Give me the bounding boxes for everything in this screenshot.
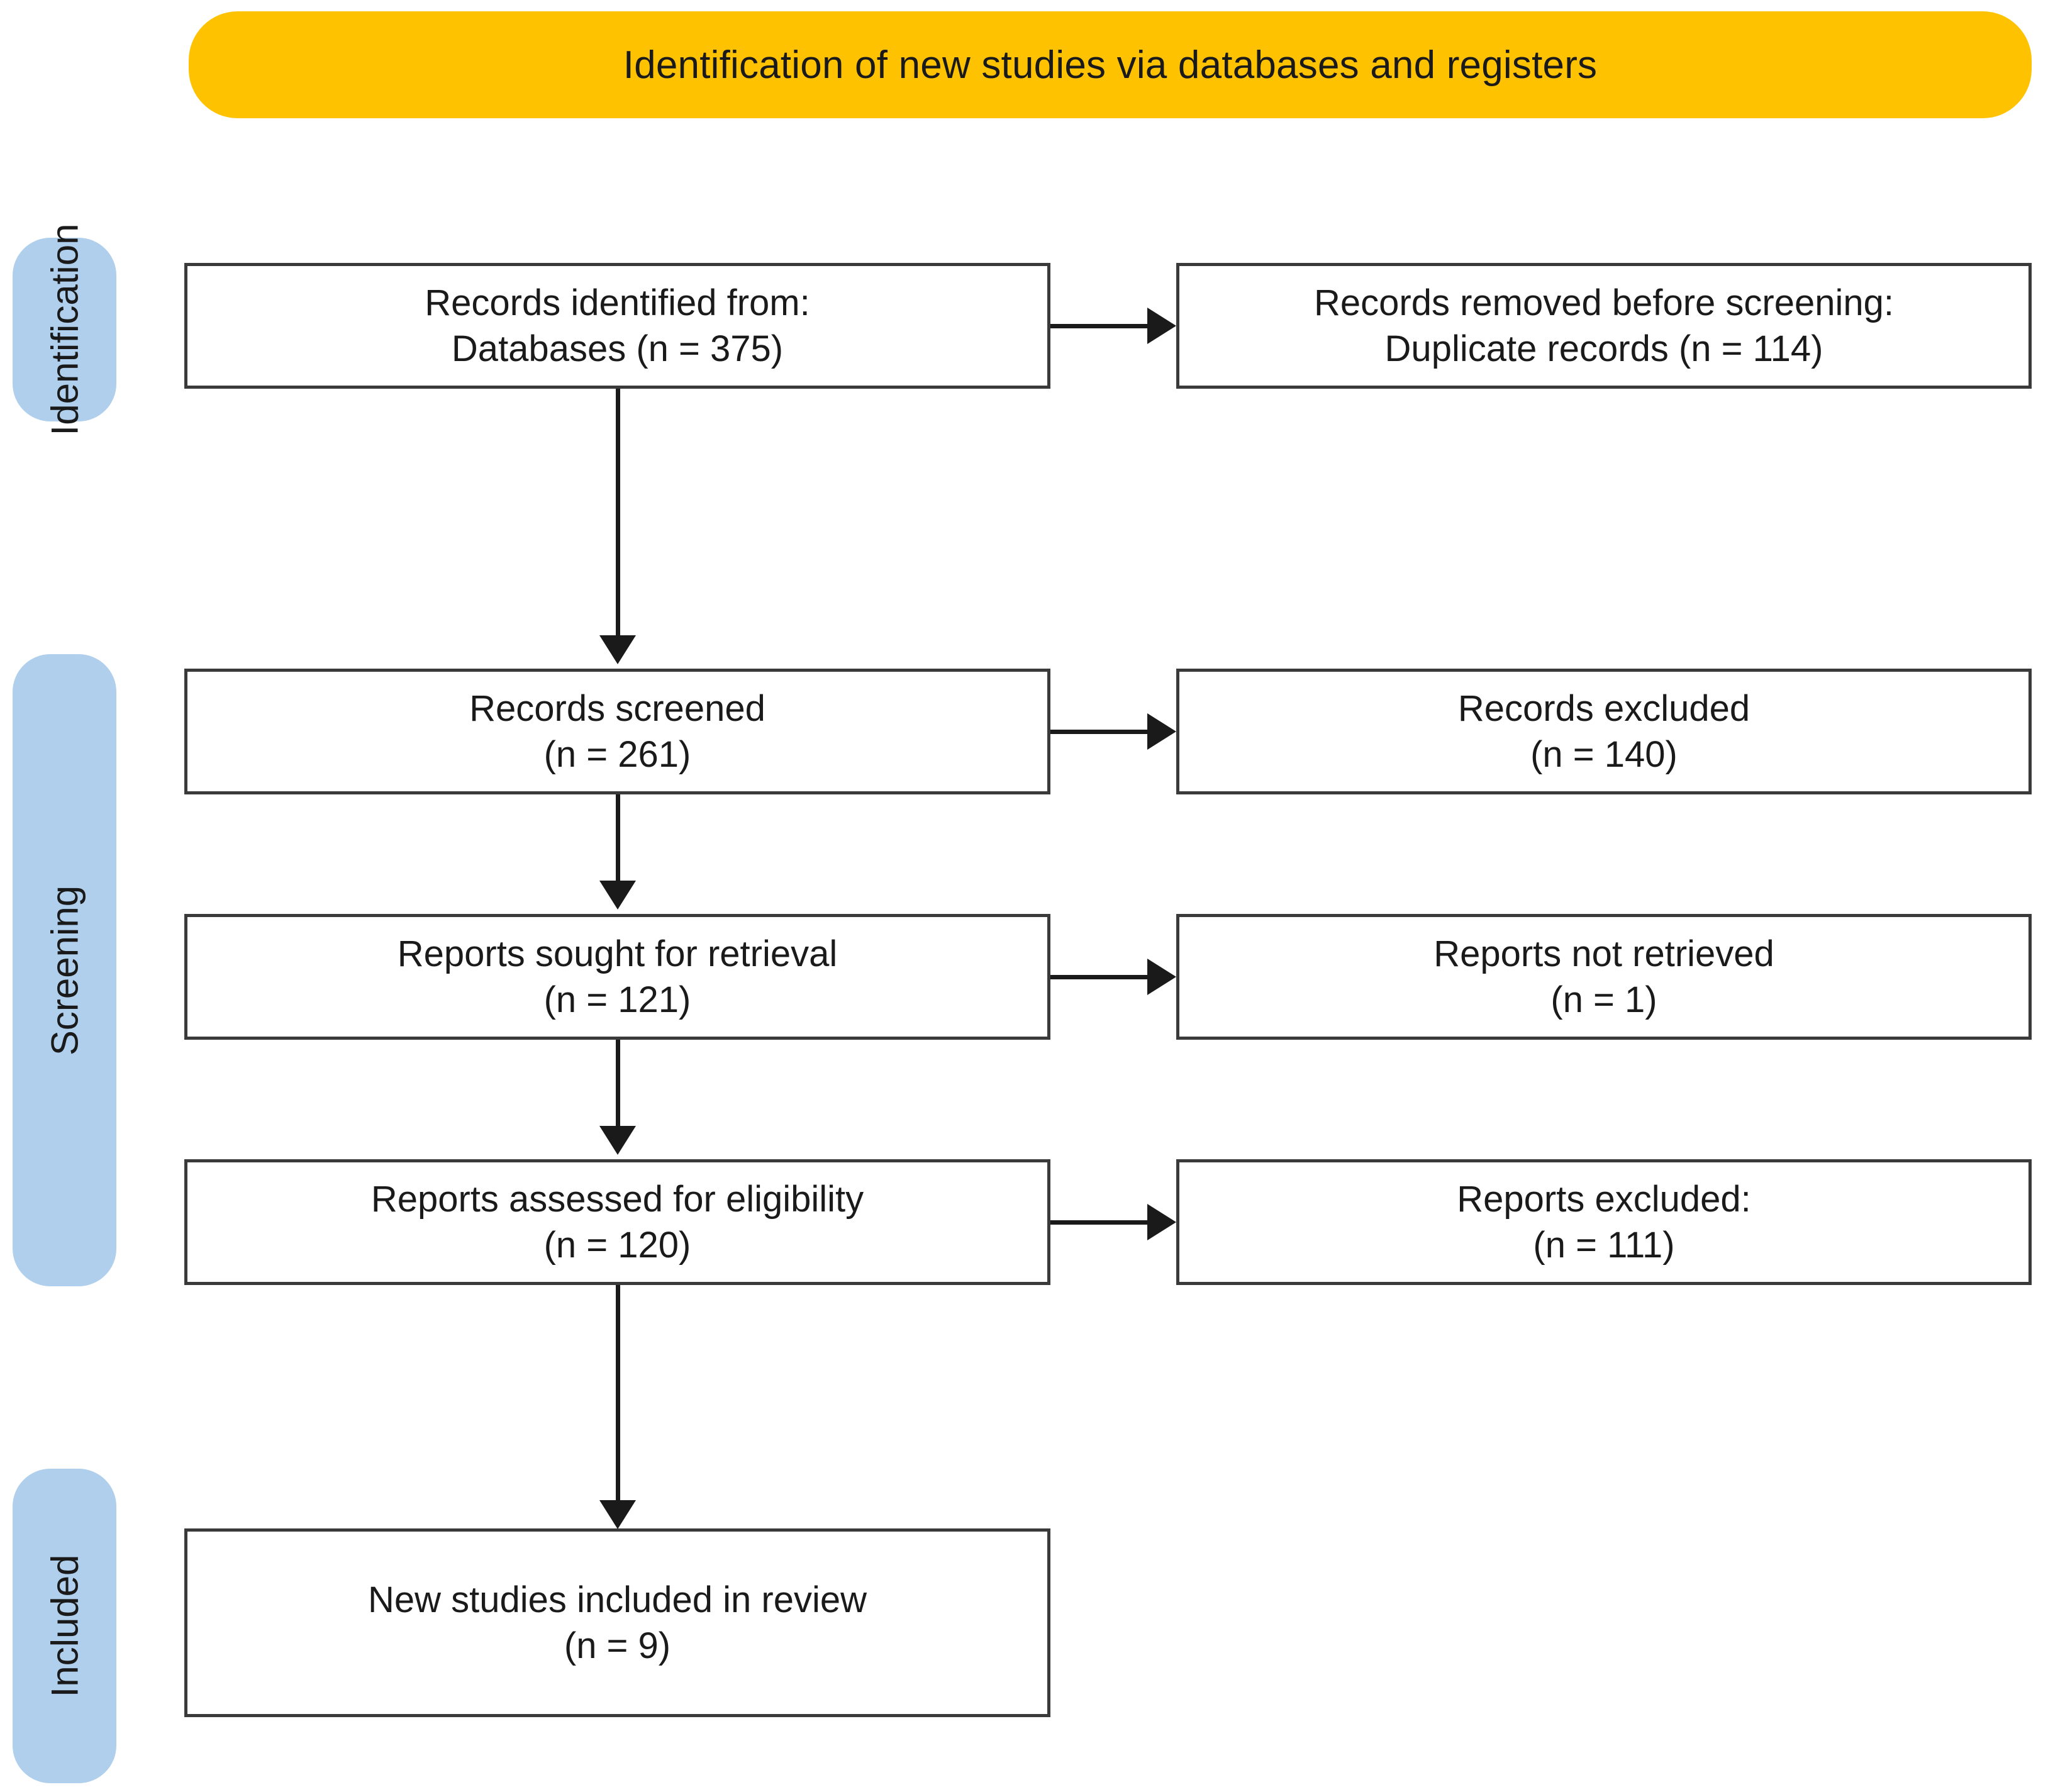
- connector-assessed-to-included-arrowhead: [599, 1500, 636, 1529]
- diagram-title: Identification of new studies via databa…: [623, 43, 1598, 87]
- box-records-identified: Records identified from: Databases (n = …: [184, 263, 1050, 389]
- box-reports-assessed-line1: Reports assessed for eligibility: [370, 1178, 864, 1220]
- connector-screened-to-excluded-line: [1050, 730, 1148, 734]
- connector-identified-to-screened-line: [616, 389, 620, 637]
- connector-sought-to-not-retrieved-line: [1050, 975, 1148, 979]
- connector-screened-to-sought-line: [616, 794, 620, 882]
- box-records-removed-line1: Records removed before screening:: [1313, 282, 1895, 323]
- stage-label-screening: Screening: [43, 885, 86, 1055]
- connector-identified-to-screened-arrowhead: [599, 635, 636, 664]
- box-records-screened-line1: Records screened: [469, 687, 765, 729]
- box-records-screened-line2: (n = 261): [543, 734, 691, 775]
- box-reports-sought-line2: (n = 121): [543, 979, 691, 1020]
- box-reports-excluded-line2: (n = 111): [1533, 1225, 1675, 1266]
- box-records-excluded-line2: (n = 140): [1530, 734, 1678, 775]
- connector-assessed-to-included-line: [616, 1285, 620, 1502]
- stage-pill-included: Included: [13, 1469, 116, 1783]
- box-records-removed-line2: Duplicate records (n = 114): [1384, 328, 1823, 369]
- box-reports-sought: Reports sought for retrieval (n = 121): [184, 914, 1050, 1040]
- box-records-identified-line2: Databases (n = 375): [451, 328, 784, 369]
- connector-sought-to-not-retrieved-arrowhead: [1147, 959, 1176, 995]
- connector-identified-to-removed-arrowhead: [1147, 308, 1176, 344]
- connector-screened-to-excluded-arrowhead: [1147, 713, 1176, 750]
- box-reports-not-retrieved-line2: (n = 1): [1550, 979, 1657, 1020]
- box-reports-assessed-line2: (n = 120): [543, 1225, 691, 1266]
- connector-identified-to-removed-line: [1050, 324, 1148, 328]
- box-records-screened: Records screened (n = 261): [184, 669, 1050, 794]
- stage-label-identification: Identification: [43, 223, 86, 436]
- connector-sought-to-assessed-arrowhead: [599, 1126, 636, 1155]
- box-reports-excluded: Reports excluded: (n = 111): [1176, 1159, 2032, 1285]
- connector-screened-to-sought-arrowhead: [599, 881, 636, 910]
- box-records-excluded: Records excluded (n = 140): [1176, 669, 2032, 794]
- stage-pill-screening: Screening: [13, 654, 116, 1286]
- connector-assessed-to-excluded-line: [1050, 1220, 1148, 1225]
- box-new-studies-included-line2: (n = 9): [564, 1625, 671, 1666]
- box-reports-excluded-line1: Reports excluded:: [1457, 1178, 1751, 1220]
- box-new-studies-included: New studies included in review (n = 9): [184, 1528, 1050, 1717]
- box-reports-not-retrieved-line1: Reports not retrieved: [1433, 933, 1774, 974]
- connector-assessed-to-excluded-arrowhead: [1147, 1204, 1176, 1240]
- box-records-removed: Records removed before screening: Duplic…: [1176, 263, 2032, 389]
- connector-sought-to-assessed-line: [616, 1040, 620, 1128]
- box-records-excluded-line1: Records excluded: [1457, 687, 1750, 729]
- box-reports-sought-line1: Reports sought for retrieval: [397, 933, 838, 974]
- box-new-studies-included-line1: New studies included in review: [367, 1579, 867, 1620]
- diagram-header-banner: Identification of new studies via databa…: [189, 11, 2032, 118]
- box-reports-not-retrieved: Reports not retrieved (n = 1): [1176, 914, 2032, 1040]
- stage-pill-identification: Identification: [13, 224, 116, 435]
- box-records-identified-line1: Records identified from:: [425, 282, 810, 323]
- stage-label-included: Included: [43, 1554, 86, 1698]
- box-reports-assessed: Reports assessed for eligibility (n = 12…: [184, 1159, 1050, 1285]
